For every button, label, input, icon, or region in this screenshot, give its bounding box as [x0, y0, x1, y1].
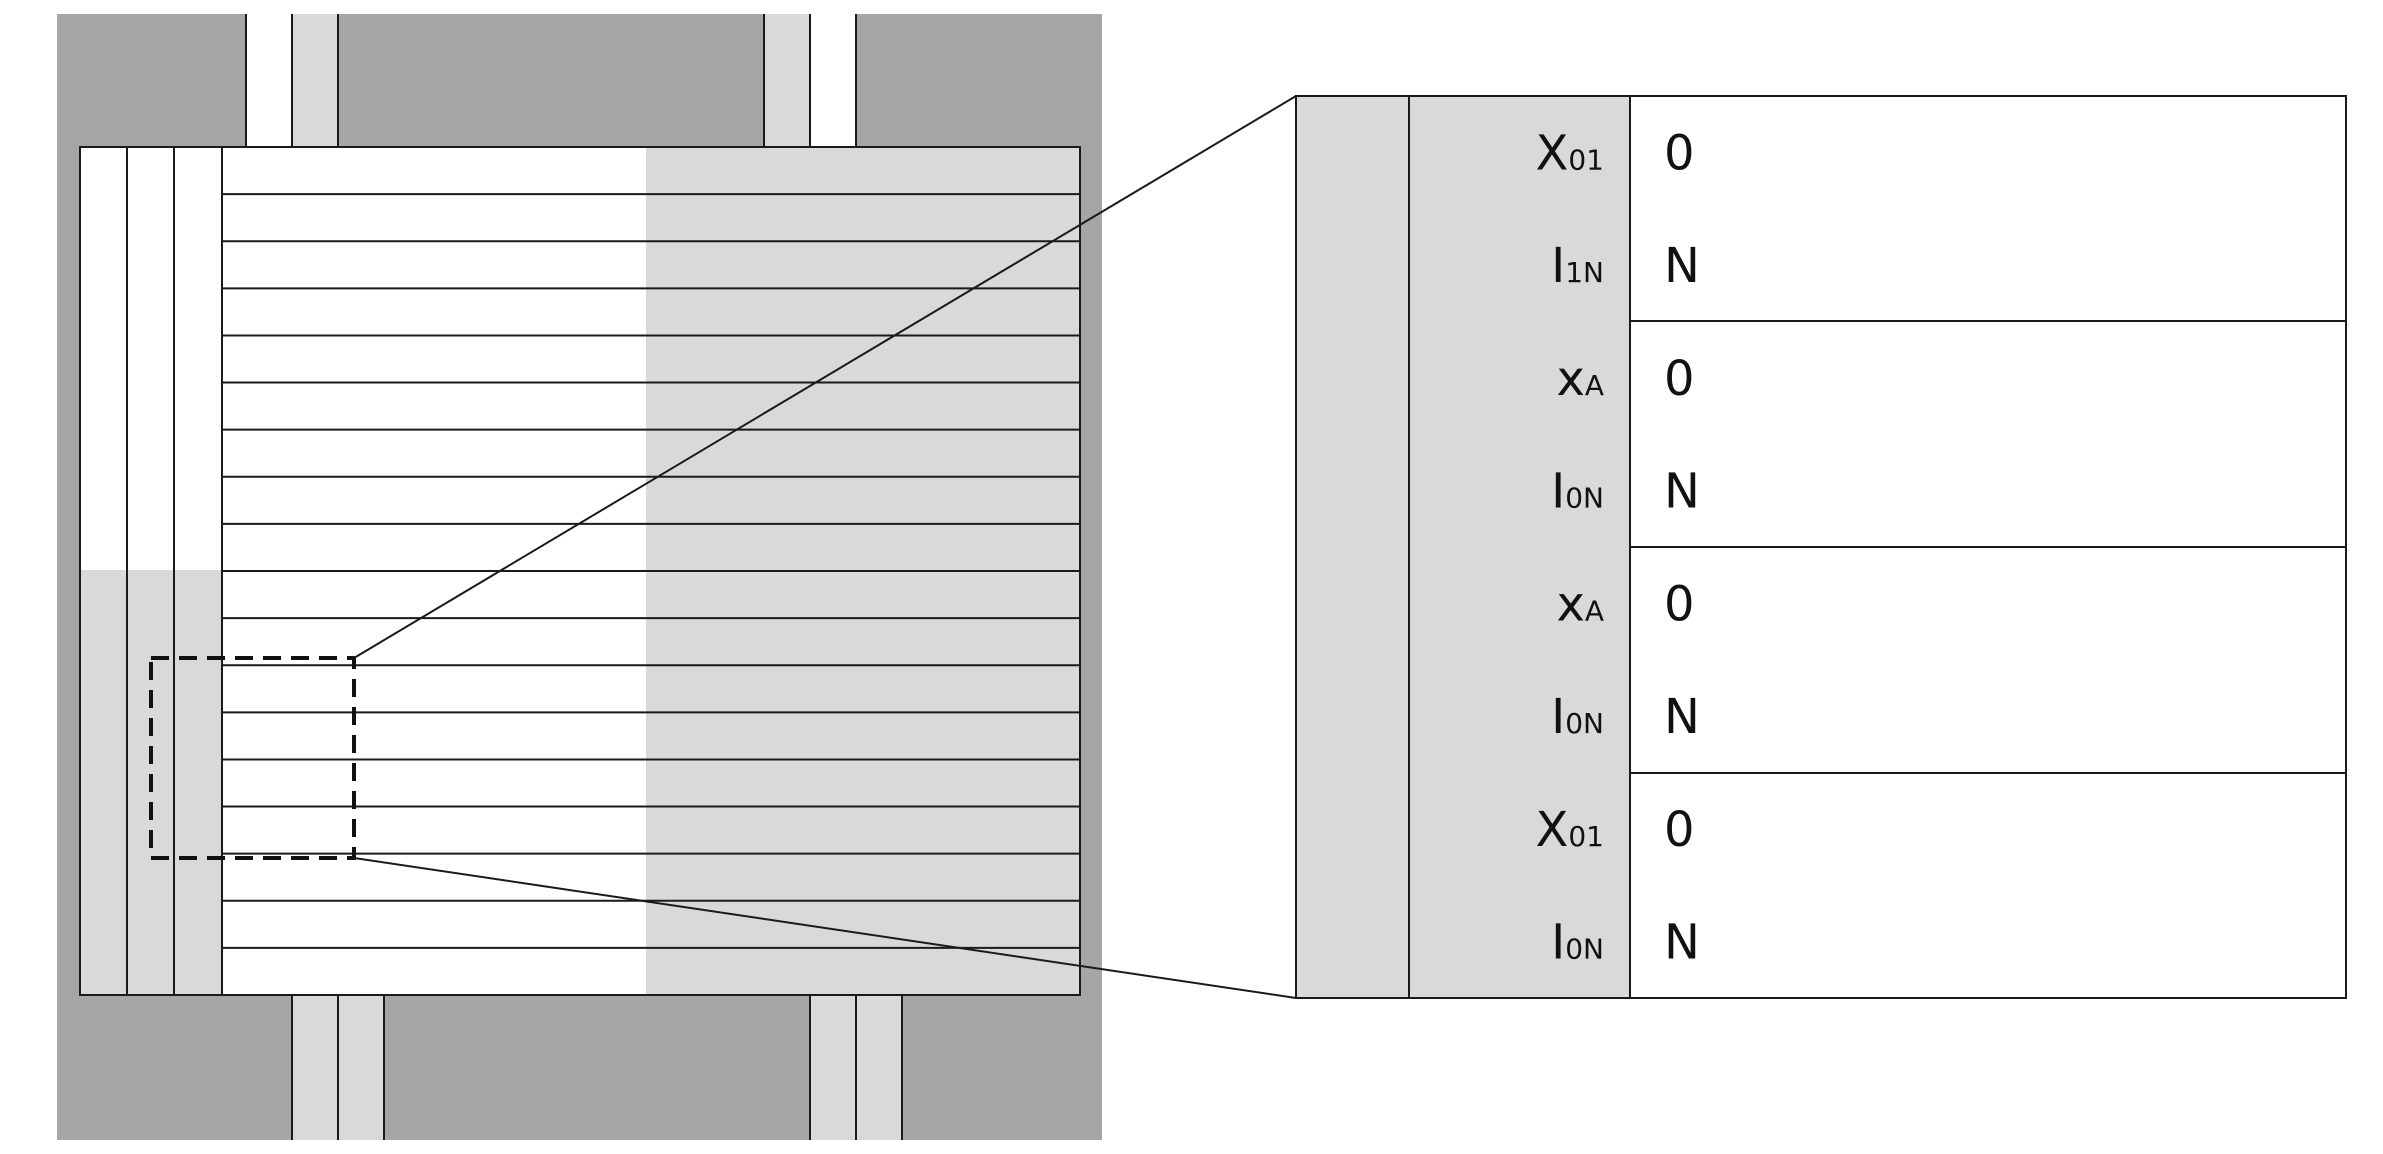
row-value: 0 [1664, 351, 1695, 407]
row-label: I0N [1551, 915, 1604, 971]
top-right-channel [763, 14, 857, 147]
row-label-subscript: 01 [1568, 820, 1604, 853]
row-label: xA [1556, 576, 1604, 632]
row-label: I0N [1551, 464, 1604, 520]
top-left-channel [245, 14, 339, 147]
row-label-subscript: A [1585, 369, 1604, 402]
row-lines [222, 193, 1080, 949]
row-value: N [1664, 915, 1700, 971]
row-label-subscript: 0N [1565, 933, 1604, 966]
row-value: N [1664, 464, 1700, 520]
row-label: xA [1556, 351, 1604, 407]
row-label-symbol: I [1551, 238, 1565, 294]
row-label-symbol: x [1556, 576, 1584, 632]
row-value: N [1664, 689, 1700, 745]
row-label-symbol: I [1551, 689, 1565, 745]
row-label-subscript: 0N [1565, 482, 1604, 515]
row-label-symbol: x [1556, 351, 1584, 407]
row-label: I0N [1551, 689, 1604, 745]
row-label-symbol: I [1551, 915, 1565, 971]
array-block [79, 146, 1081, 996]
row-label: I1N [1551, 238, 1604, 294]
row-value: 0 [1664, 125, 1695, 181]
row-value: 0 [1664, 802, 1695, 858]
bottom-right-channel [809, 995, 903, 1140]
row-label-symbol: X [1535, 125, 1568, 181]
bottom-left-channel [291, 995, 385, 1140]
row-label-subscript: 1N [1565, 256, 1604, 289]
overview-panel [57, 14, 1102, 1140]
row-value: N [1664, 238, 1700, 294]
row-label-symbol: I [1551, 464, 1565, 520]
zoom-selection-box [149, 656, 356, 860]
connector-line-top [353, 95, 1297, 659]
row-label-symbol: X [1535, 802, 1568, 858]
row-value: 0 [1664, 576, 1695, 632]
connector-line-bottom [353, 857, 1297, 999]
row-label: X01 [1535, 125, 1604, 181]
row-label-subscript: 0N [1565, 707, 1604, 740]
row-label-subscript: 01 [1568, 143, 1604, 176]
row-label: X01 [1535, 802, 1604, 858]
zoom-gray-column [1296, 96, 1630, 998]
row-label-subscript: A [1585, 594, 1604, 627]
